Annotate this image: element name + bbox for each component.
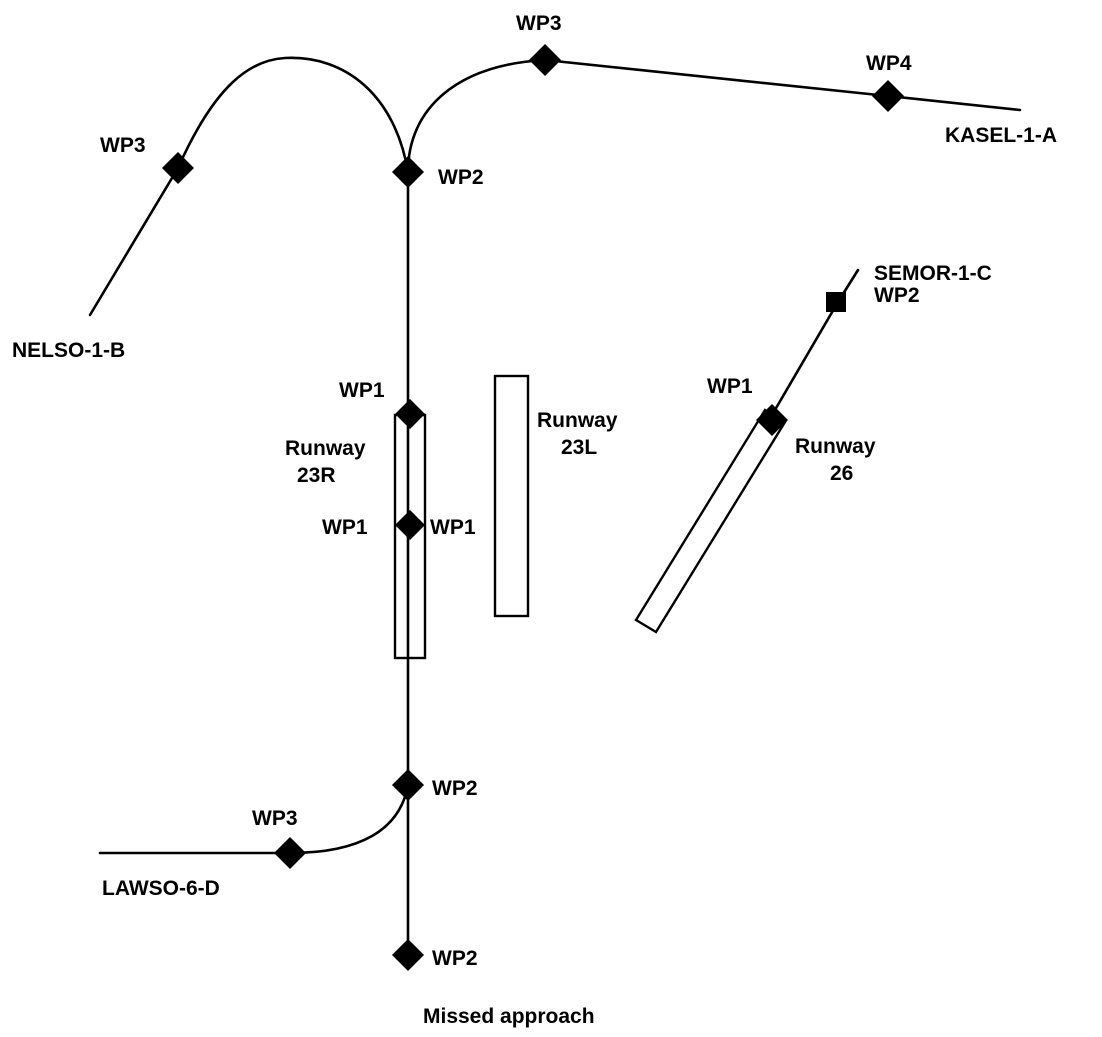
nelso-arrival-route [88, 56, 410, 317]
r23r-wp1-top-marker [395, 399, 425, 429]
runway-26 [634, 408, 787, 634]
south-wp2-label: WP2 [432, 777, 478, 800]
r23r-wp1-top-label: WP1 [339, 379, 385, 402]
kasel-wp4-marker [872, 80, 904, 112]
north-wp2-label: WP2 [438, 166, 484, 189]
runway-23l-label-line1: Runway [537, 409, 618, 432]
missed-approach-label: Missed approach [423, 1005, 595, 1028]
semor-wp2-label: WP2 [874, 284, 920, 307]
kasel-procedure-label: KASEL-1-A [945, 124, 1057, 147]
lawso-procedure-label: LAWSO-6-D [102, 877, 220, 900]
r23r-wp1-left-label: WP1 [322, 516, 368, 539]
lawso-wp3-marker [274, 837, 306, 869]
kasel-wp3-marker [529, 44, 561, 76]
nelso-wp3-label: WP3 [100, 134, 146, 157]
runway-23l-label-line2: 23L [561, 436, 597, 459]
r26-wp1-label: WP1 [707, 375, 753, 398]
south-wp2-marker [392, 769, 424, 801]
missed-wp2-marker [392, 939, 424, 971]
lawso-wp3-label: WP3 [252, 807, 298, 830]
runway-23r-label-line2: 23R [297, 464, 336, 487]
semor-arrival-route [770, 268, 860, 417]
nelso-wp3-marker [162, 152, 194, 184]
r26-wp1-marker [756, 404, 788, 436]
nelso-procedure-label: NELSO-1-B [12, 339, 125, 362]
r23r-wp1-right-label: WP1 [430, 516, 476, 539]
semor-wp2-marker [826, 292, 846, 312]
missed-wp2-label: WP2 [432, 947, 478, 970]
north-wp2-marker [392, 156, 424, 188]
r23r-wp1-mid-marker [395, 510, 425, 540]
runway-23r-label-line1: Runway [285, 437, 366, 460]
semor-procedure-label: SEMOR-1-C [874, 262, 992, 285]
kasel-arrival-route [406, 58, 1022, 174]
runway-26-label-line2: 26 [830, 462, 853, 485]
kasel-wp4-label: WP4 [866, 52, 912, 75]
kasel-wp3-label: WP3 [516, 12, 562, 35]
runway-26-label-line1: Runway [795, 435, 876, 458]
runway-23l [493, 374, 530, 618]
